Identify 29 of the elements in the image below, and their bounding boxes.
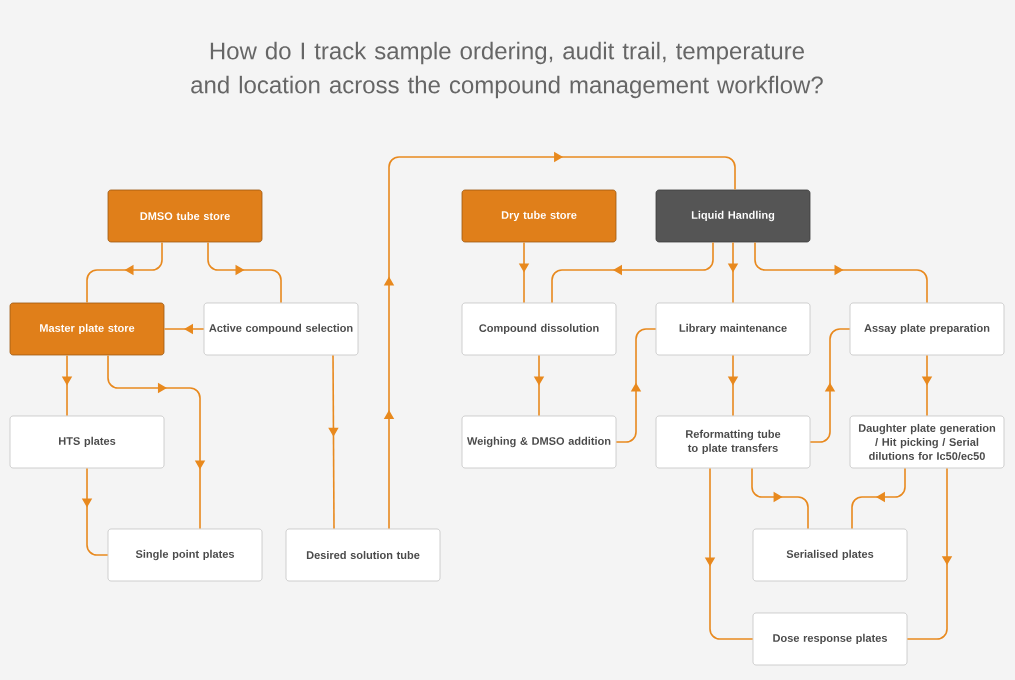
arrow bbox=[328, 354, 339, 530]
hub-box: Liquid Handling bbox=[655, 189, 811, 243]
arrow bbox=[754, 241, 928, 304]
arrow bbox=[551, 241, 714, 304]
process-box: Assay plate preparation bbox=[849, 302, 1005, 356]
arrow bbox=[207, 241, 282, 304]
arrow bbox=[906, 467, 953, 640]
process-box: Active compound selection bbox=[203, 302, 359, 356]
arrow bbox=[86, 241, 163, 304]
process-box: Serialised plates bbox=[752, 528, 908, 582]
process-box: HTS plates bbox=[9, 415, 165, 469]
store-box: DMSO tube store bbox=[107, 189, 263, 243]
arrow bbox=[615, 328, 657, 443]
process-box: Compound dissolution bbox=[461, 302, 617, 356]
store-box: Dry tube store bbox=[461, 189, 617, 243]
arrow bbox=[107, 354, 206, 530]
arrow bbox=[751, 467, 809, 530]
arrow bbox=[809, 328, 851, 443]
arrow bbox=[851, 467, 906, 530]
process-box: Desired solution tube bbox=[285, 528, 441, 582]
process-box: Library maintenance bbox=[655, 302, 811, 356]
arrow bbox=[383, 151, 736, 530]
process-box: Reformatting tube to plate transfers bbox=[655, 415, 811, 469]
process-box: Weighing & DMSO addition bbox=[461, 415, 617, 469]
title: How do I track sample ordering, audit trail, temperature and location across the compound management workflow? bbox=[191, 41, 823, 99]
store-box: Master plate store bbox=[9, 302, 165, 356]
process-box: Dose response plates bbox=[752, 612, 908, 666]
process-box: Single point plates bbox=[107, 528, 263, 582]
process-box: Daughter plate generation / Hit picking / Serial dilutions for Ic50/ec50 bbox=[849, 415, 1005, 469]
